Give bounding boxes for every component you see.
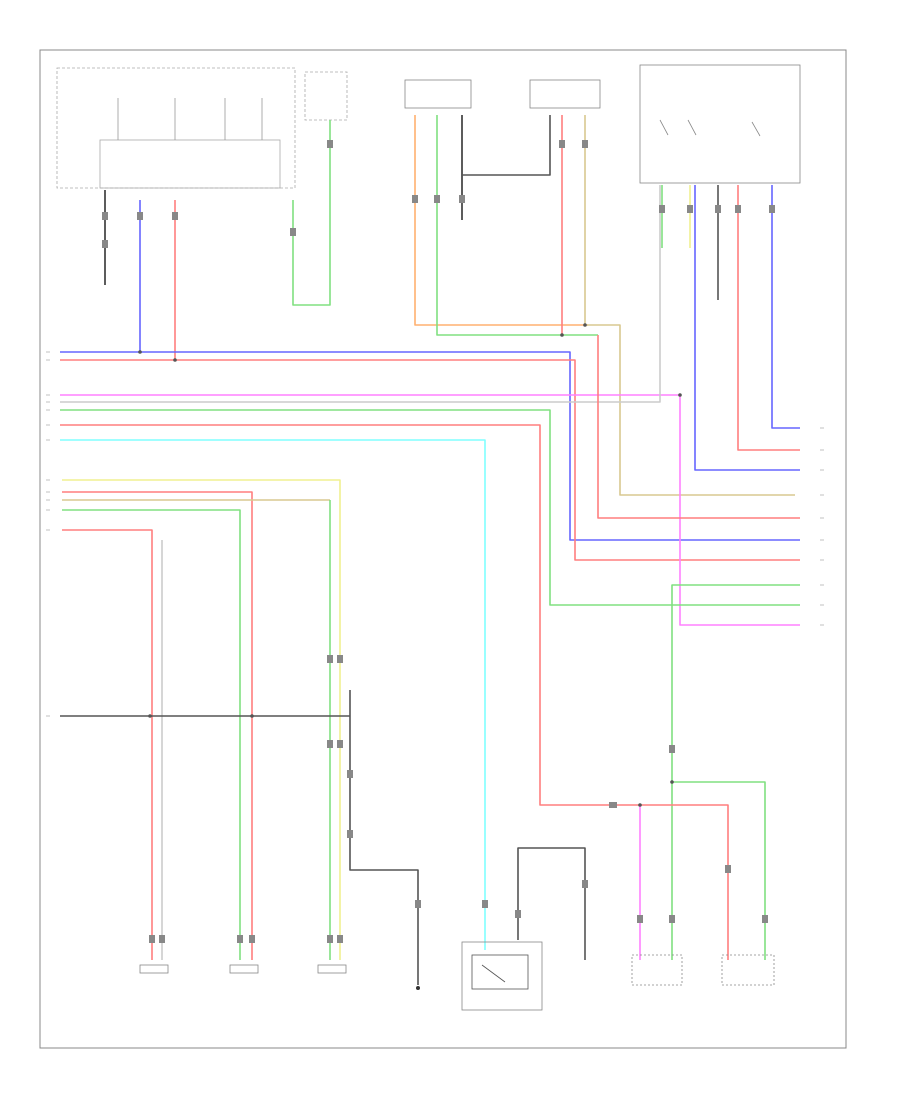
diagram-frame	[39, 49, 847, 1049]
wire-black-switch	[517, 847, 586, 960]
terminal-ticks	[820, 427, 824, 626]
wire-green-lower	[62, 509, 241, 960]
connector-marks	[102, 140, 775, 943]
bottom-component-1	[139, 964, 169, 974]
wire-red-lower-2	[62, 529, 153, 960]
wire-tan-sw2	[584, 115, 795, 496]
wire-green-lower-right	[672, 781, 766, 960]
left-terminal-ticks	[46, 351, 50, 717]
wire-black-vert	[349, 690, 419, 985]
wire-gray-bus	[60, 185, 661, 403]
power-window-switch-box-2	[529, 79, 601, 109]
wire-red-lower-right	[640, 804, 729, 960]
bottom-right-box-2	[721, 954, 775, 986]
relay-box	[639, 64, 801, 184]
wire-green-ignition	[292, 120, 331, 306]
wire-pink-right	[597, 335, 800, 519]
bottom-right-box-1	[631, 954, 683, 986]
wire-yellow-lower	[62, 479, 341, 960]
ignition-switch-box	[304, 71, 348, 121]
junction-dots	[138, 323, 682, 807]
wire-group	[60, 115, 800, 985]
wire-green-right	[671, 584, 800, 960]
wire-orange	[414, 115, 588, 326]
wire-red-bus-2	[60, 424, 640, 806]
combination-meter-box	[56, 67, 296, 189]
wire-blue-right	[771, 185, 800, 429]
bottom-component-2	[229, 964, 259, 974]
wire-blue-right-2	[694, 185, 800, 471]
power-window-switch-box-1	[404, 79, 472, 109]
bottom-component-3	[317, 964, 347, 974]
wire-green-bus	[60, 409, 800, 606]
ground-symbol	[416, 986, 420, 990]
wire-red-right	[737, 185, 800, 451]
wire-red-bus	[60, 359, 800, 561]
wire-red-lower	[62, 491, 253, 960]
wire-cyan-bus	[60, 439, 486, 950]
wire-black-bus	[462, 115, 551, 176]
wire-pink-bus	[60, 394, 800, 626]
wire-blue-bus	[60, 351, 800, 541]
bottom-switch-box	[461, 941, 543, 1011]
wire-green-sw1	[436, 115, 598, 336]
